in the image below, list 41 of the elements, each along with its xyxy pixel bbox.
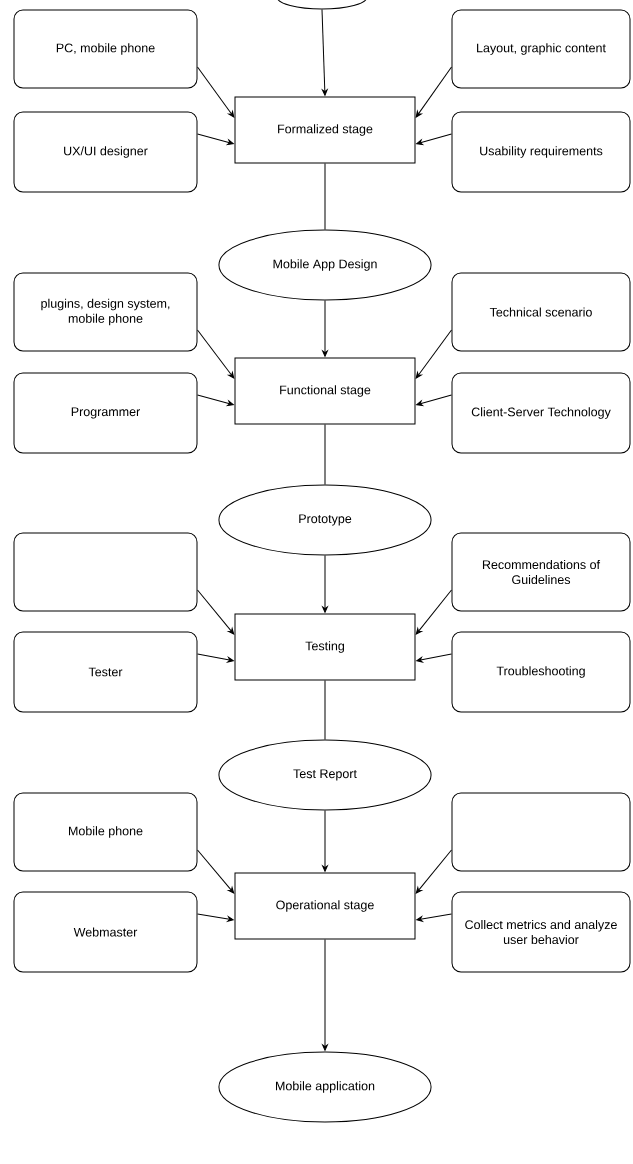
arrow xyxy=(415,849,452,894)
resource-box xyxy=(13,532,198,612)
stage-box: Formalized stage xyxy=(234,96,416,164)
arrow xyxy=(416,653,452,663)
resource-box: Usability requirements xyxy=(451,111,631,193)
resource-box: PC, mobile phone xyxy=(13,9,198,89)
arrow xyxy=(197,394,234,407)
arrow xyxy=(321,9,328,96)
resource-box: Collect metrics and analyze user behavior xyxy=(451,891,631,973)
resource-box: Technical scenario xyxy=(451,272,631,352)
resource-box: Layout, graphic content xyxy=(451,9,631,89)
resource-box: Recommendations of Guidelines xyxy=(451,532,631,612)
stage-box: Operational stage xyxy=(234,872,416,940)
arrow xyxy=(322,555,328,613)
resource-box: Mobile phone xyxy=(13,792,198,872)
arrow xyxy=(197,133,234,146)
arrow xyxy=(197,66,235,118)
arrow xyxy=(322,939,328,1051)
resource-box: Tester xyxy=(13,631,198,713)
arrow xyxy=(197,653,234,663)
resource-box xyxy=(451,792,631,872)
arrow xyxy=(197,589,235,635)
arrow xyxy=(197,913,234,922)
arrow xyxy=(197,329,235,379)
arrow xyxy=(322,810,328,872)
stage-box: Testing xyxy=(234,613,416,681)
resource-box: Client-Server Technology xyxy=(451,372,631,454)
arrow xyxy=(197,849,235,894)
arrow xyxy=(416,913,452,922)
arrow xyxy=(416,133,452,145)
resource-box: Troubleshooting xyxy=(451,631,631,713)
arrow xyxy=(415,589,452,635)
resource-box: plugins, design system, mobile phone xyxy=(13,272,198,352)
resource-box: UX/UI designer xyxy=(13,111,198,193)
arrow xyxy=(322,300,328,357)
resource-box: Webmaster xyxy=(13,891,198,973)
resource-box: Programmer xyxy=(13,372,198,454)
arrow xyxy=(415,66,452,118)
stage-box: Functional stage xyxy=(234,357,416,425)
arrow xyxy=(416,394,452,406)
arrow xyxy=(415,329,452,379)
